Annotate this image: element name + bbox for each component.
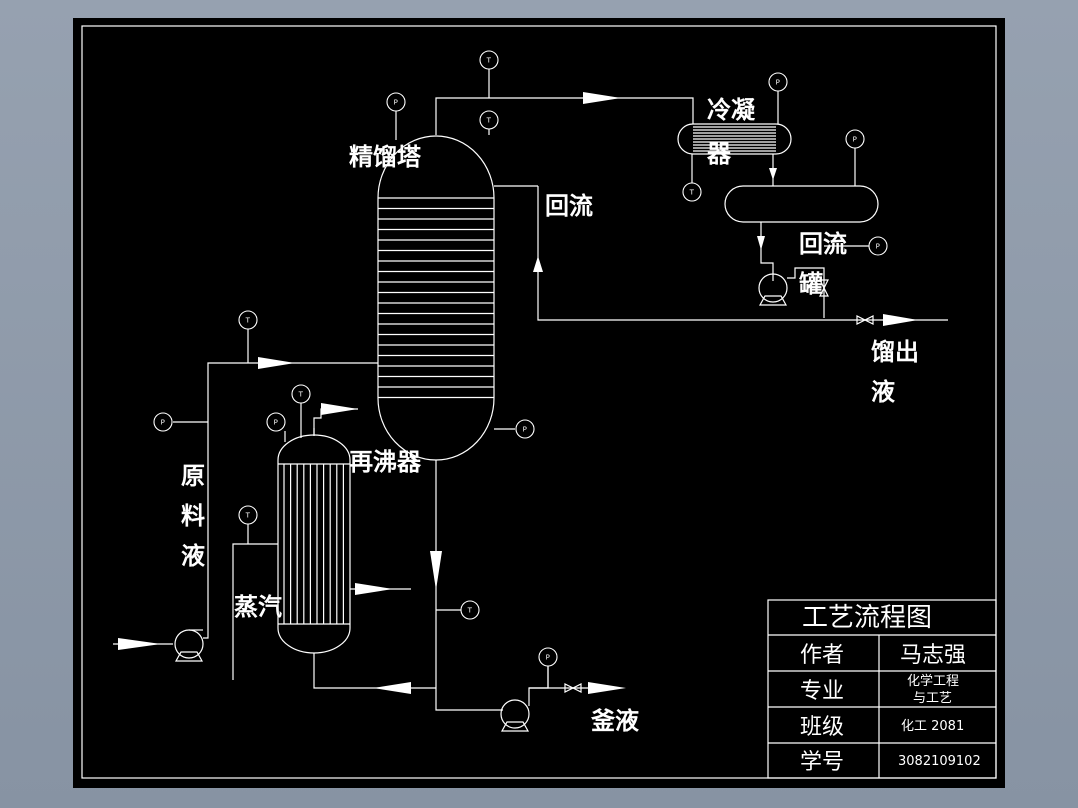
pumps [174,273,788,732]
pressure-indicator: P [538,647,558,667]
condenser [677,123,792,155]
piping [113,97,948,711]
student-id-label: 学号 [800,750,844,775]
flow-arrows [118,92,918,694]
temperature-indicator: T [479,50,499,70]
major-value-line1: 化学工程 [907,673,959,689]
cad-viewport[interactable]: T T P P P T P T P T P T P T P 精馏塔 冷凝 器 回… [73,18,1005,788]
reboiler-label: 再沸器 [349,447,422,476]
distillate-label-2: 液 [871,377,895,406]
svg-text:P: P [274,419,278,427]
feed-label-1: 原 [181,461,205,490]
svg-text:P: P [523,426,527,434]
bottoms-label: 釜液 [590,706,639,735]
svg-text:P: P [776,79,780,87]
temperature-indicator: T [682,182,702,202]
pressure-indicator: P [386,92,406,112]
instruments: T T P P P T P T P T P T P T P [153,50,888,667]
feed-label-3: 液 [181,541,205,570]
svg-text:T: T [298,391,304,399]
pressure-indicator: P [153,412,173,432]
feed-label-2: 料 [181,501,205,530]
pressure-indicator: P [768,72,788,92]
temperature-indicator: T [291,384,311,404]
diagram-labels: 精馏塔 冷凝 器 回流 回流 罐 馏出 液 原 料 液 再沸器 蒸汽 釜液 [181,95,919,735]
pressure-indicator: P [845,129,865,149]
reflux-drum-label: 回流 [799,229,847,258]
svg-text:T: T [689,189,695,197]
valves [564,279,874,693]
column-trays [378,197,494,399]
temperature-indicator: T [460,600,480,620]
svg-text:T: T [245,512,251,520]
author-value: 马志强 [900,643,966,668]
svg-text:P: P [876,243,880,251]
column-label: 精馏塔 [349,142,422,171]
title-block: 工艺流程图 作者 马志强 专业 化学工程 与工艺 班级 化工 2081 学号 3… [767,599,997,779]
class-label: 班级 [800,715,844,740]
condenser-label: 冷凝 [707,95,756,124]
steam-label: 蒸汽 [234,592,282,621]
temperature-indicator: T [238,310,258,330]
process-flow-diagram: T T P P P T P T P T P T P T P 精馏塔 冷凝 器 回… [81,25,997,779]
major-value-line2: 与工艺 [913,691,952,706]
svg-text:P: P [853,136,857,144]
svg-text:T: T [245,317,251,325]
temperature-indicator: T [238,505,258,525]
reboiler [277,434,351,654]
reflux-pump [758,273,788,306]
svg-text:T: T [467,607,473,615]
reflux-line-label: 回流 [545,191,593,220]
major-label: 专业 [800,679,844,704]
author-label: 作者 [800,643,844,668]
condenser-label-2: 器 [706,139,732,168]
bottoms-pump [500,699,530,732]
svg-text:P: P [394,99,398,107]
class-value: 化工 2081 [901,719,964,734]
distillate-label: 馏出 [871,337,919,366]
title-block-title: 工艺流程图 [802,603,932,633]
svg-text:T: T [486,117,492,125]
svg-text:P: P [546,654,550,662]
pressure-indicator: P [868,236,888,256]
feed-pump [174,629,204,662]
svg-text:T: T [486,57,492,65]
svg-text:P: P [161,419,165,427]
pressure-indicator: P [266,412,286,432]
student-id-value: 3082109102 [898,754,981,769]
reflux-drum-label-2: 罐 [798,269,823,298]
pressure-indicator: P [515,419,535,439]
temperature-indicator: T [479,110,499,130]
distillation-column [377,135,495,461]
drawing-border [81,25,997,779]
reflux-drum [724,185,879,223]
